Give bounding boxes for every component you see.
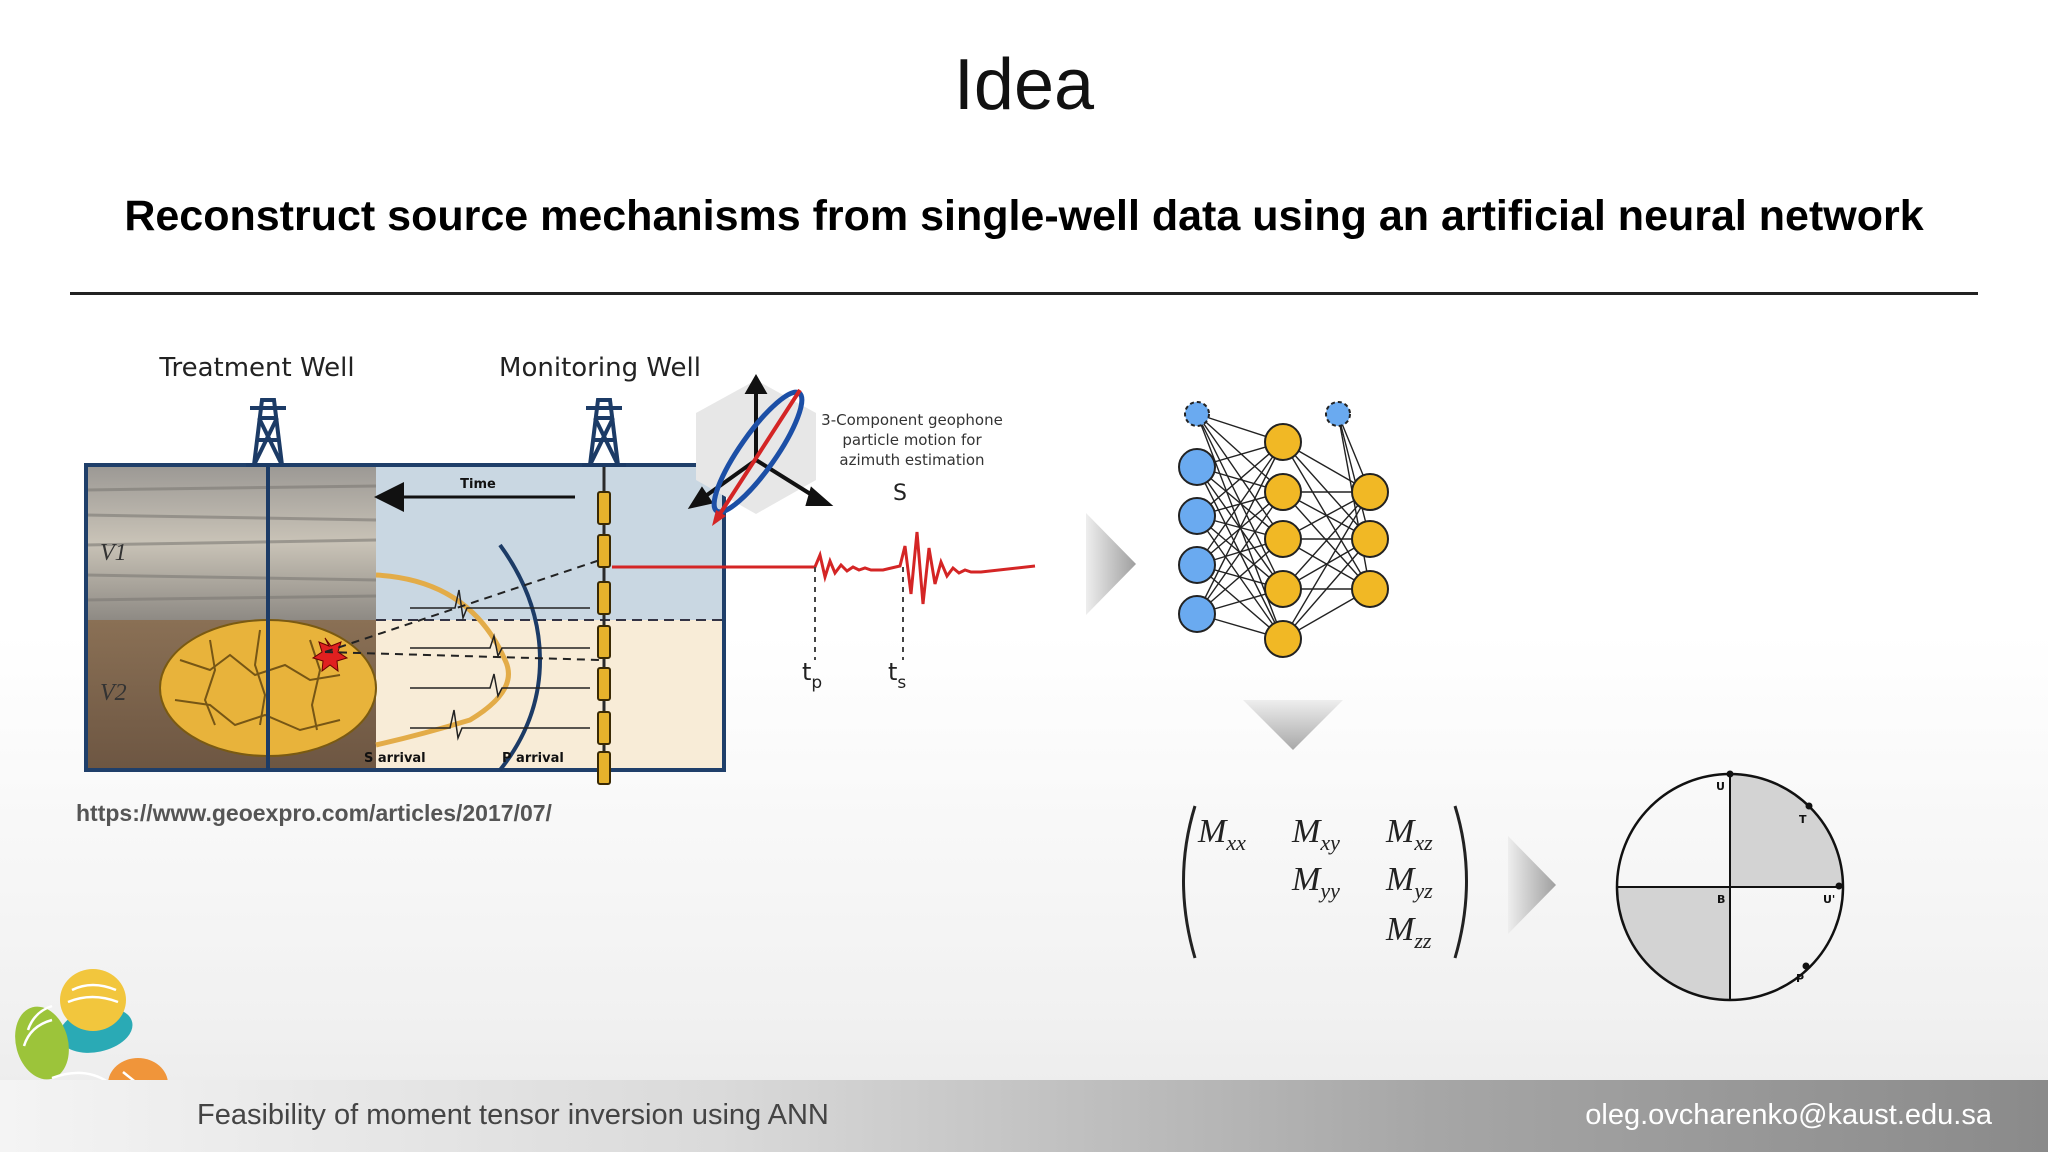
p-arrival-label: P arrival: [502, 751, 564, 766]
geophone-caption-line3: azimuth estimation: [839, 451, 984, 469]
s-wave-label: S: [893, 481, 907, 506]
source-url-link[interactable]: https://www.geoexpro.com/articles/2017/0…: [76, 800, 552, 826]
neural-network-diagram: [1178, 401, 1389, 658]
tensor-m-yy: M: [1291, 861, 1322, 898]
left-bracket: [1182, 805, 1197, 959]
geophone-caption-line1: 3-Component geophone: [821, 411, 1003, 429]
tensor-m-xz: M: [1385, 813, 1416, 850]
tensor-m-yz: M: [1385, 861, 1416, 898]
svg-text:tp: tp: [802, 658, 822, 693]
beachball-u-label: U: [1716, 780, 1725, 793]
svg-text:Mxx: Mxx: [1197, 813, 1246, 855]
hidden-node: [1264, 570, 1302, 608]
hidden-node: [1264, 473, 1302, 511]
beachball-b-label: B: [1717, 893, 1725, 906]
beachball-t-label: T: [1799, 813, 1807, 826]
figure-frame: [84, 463, 726, 772]
tp-label: t: [802, 658, 811, 686]
s-arrival-curve: [375, 572, 511, 748]
s-arrival-label: S arrival: [364, 751, 426, 766]
right-bracket: [1453, 805, 1468, 959]
hidden-node: [1264, 423, 1302, 461]
slide-subtitle: Reconstruct source mechanisms from singl…: [124, 192, 1924, 240]
footer-email-link[interactable]: oleg.ovcharenko@kaust.edu.sa: [1585, 1099, 1992, 1131]
layer-v2-label: V2: [100, 680, 127, 706]
ts-subscript: s: [897, 673, 906, 693]
input-node: [1178, 497, 1216, 535]
seismogram-trace: [612, 531, 1036, 605]
treatment-derrick-icon: [246, 398, 290, 467]
footer-bar: [0, 1080, 2048, 1152]
upper-layer-panel: [376, 465, 724, 620]
input-node: [1178, 546, 1216, 584]
arrow-to-beachball-icon: [1508, 836, 1556, 934]
tensor-m-zz: M: [1385, 911, 1416, 948]
slide-title: Idea: [953, 45, 1095, 125]
event-star-icon: [311, 637, 349, 673]
hidden-node: [1351, 570, 1389, 608]
bias-node: [1184, 401, 1210, 427]
geology-figure: Time V1 V2 S arrival P arrival Treatment…: [84, 353, 1036, 785]
beachball-p-label: P: [1796, 972, 1804, 985]
input-node: [1178, 448, 1216, 486]
hidden-node: [1264, 620, 1302, 658]
p-arrival-curve: [498, 543, 543, 772]
layer-v1-label: V1: [100, 540, 127, 566]
monitoring-derrick-icon: [582, 398, 626, 467]
hidden-node: [1351, 473, 1389, 511]
svg-text:Myz: Myz: [1385, 861, 1433, 903]
azimuth-arrow: [714, 388, 802, 522]
hidden-node: [1351, 520, 1389, 558]
footer-talk-title: Feasibility of moment tensor inversion u…: [197, 1099, 829, 1131]
svg-text:Mzz: Mzz: [1385, 911, 1432, 953]
treatment-well-label: Treatment Well: [158, 353, 354, 383]
monitoring-well-label: Monitoring Well: [499, 353, 701, 383]
beachball-u-prime-label: U': [1823, 893, 1835, 906]
tensor-m-xy: M: [1291, 813, 1322, 850]
time-label: Time: [460, 477, 496, 492]
raypath-2: [324, 651, 601, 661]
hidden-node: [1264, 520, 1302, 558]
arrow-to-tensor-icon: [1243, 700, 1343, 750]
svg-text:Mxy: Mxy: [1291, 813, 1340, 855]
input-node: [1178, 595, 1216, 633]
bias-node: [1325, 401, 1351, 427]
arrow-to-network-icon: [1086, 513, 1136, 615]
geophone-caption-line2: particle motion for: [842, 431, 982, 449]
moment-tensor-matrix: Mxx Mxy Mxz Myy Myz Mzz: [1182, 805, 1468, 959]
seismic-traces: [410, 589, 590, 741]
tensor-m-xx: M: [1197, 813, 1228, 850]
title-divider: [70, 292, 1978, 295]
tp-subscript: p: [811, 673, 822, 693]
svg-text:ts: ts: [888, 658, 906, 693]
svg-text:Mxz: Mxz: [1385, 813, 1433, 855]
lower-layer-panel: [376, 620, 724, 770]
raypath-1: [324, 559, 601, 653]
geophone-array: [597, 491, 611, 785]
ts-label: t: [888, 658, 897, 686]
beachball-diagram: U T B U' P: [1615, 770, 1845, 1002]
svg-text:Myy: Myy: [1291, 861, 1340, 903]
